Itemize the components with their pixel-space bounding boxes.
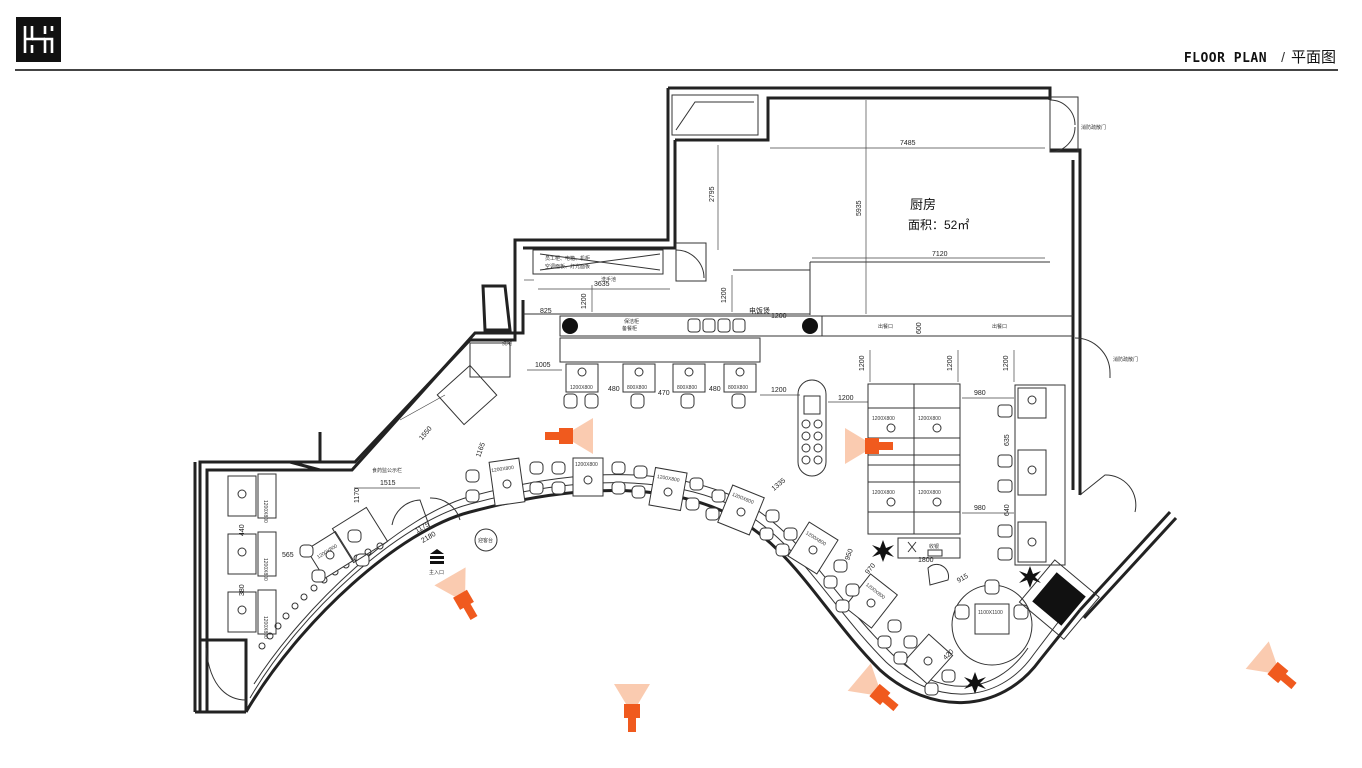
dim-1200b: 1200	[721, 287, 728, 303]
dim-600: 600	[916, 322, 923, 334]
prep-counter: 员工柜、电箱、机柜 空调面板、灯光面板 洗手池 3635 1200 1200 8…	[523, 242, 811, 315]
surveillance-camera-icon	[434, 418, 1297, 732]
corner-curve	[205, 647, 247, 701]
service-counter: 保洁柜 备餐柜 电饭煲 1200 出餐口 出餐口 600	[559, 306, 1073, 363]
table-t10: 1200X800	[575, 462, 598, 468]
table-t4: 800X800	[728, 385, 748, 391]
kitchen-name: 厨房	[910, 197, 936, 212]
public-notice-label: 食药监公示栏	[372, 467, 402, 474]
dim-825: 825	[540, 308, 552, 315]
curve-tables: 1200X800 1200X800 1200X800 1200X800 1200…	[299, 457, 956, 696]
dim-980b: 980	[974, 505, 986, 512]
table-t9: 1200X800	[491, 465, 515, 474]
rice-cooker-label: 电饭煲	[749, 306, 770, 315]
page-title: FLOOR PLAN / 平面图	[1184, 46, 1336, 66]
left-wing: 洗地 1550 1165 食药监公示栏 1515 1170 1200X800 1…	[227, 340, 512, 639]
corner-wall	[195, 638, 248, 714]
cashier-zone: 收银 1800 915	[897, 537, 970, 586]
table-t16: 1200X800	[262, 558, 268, 581]
entrance-label: 主入口	[429, 569, 444, 576]
fire-door-top: 消防疏散门	[1049, 96, 1106, 153]
fire-door-label-1: 消防疏散门	[1081, 124, 1106, 131]
dim-970: 970	[864, 562, 877, 576]
title-separator: /	[1281, 49, 1285, 65]
dim-980a: 980	[974, 390, 986, 397]
fire-door-right: 消防疏散门	[1074, 337, 1138, 378]
booth-grid: 1200X800 1200X800 1200X800 1200X800 1200…	[859, 350, 1015, 535]
dim-1200c: 1200	[771, 313, 787, 320]
dim-1200d: 1200	[771, 387, 787, 394]
round-table: 1100X1100	[951, 559, 1100, 666]
wash-label: 洗地	[502, 340, 512, 347]
dim-950: 950	[844, 548, 855, 561]
h-logo-icon	[23, 26, 54, 53]
entrance-icon	[430, 549, 444, 564]
dim-480a: 480	[608, 386, 620, 393]
dim-565: 565	[282, 552, 294, 559]
bar-tables: 1200X800 800X800 800X800 800X800 480 470…	[527, 362, 800, 409]
cashier-label: 收银	[929, 543, 939, 550]
outer-walls	[193, 86, 1178, 714]
staff-cabinet-label-1: 员工柜、电箱、机柜	[545, 255, 590, 262]
dim-1550: 1550	[418, 425, 433, 442]
staff-cabinet-label-2: 空调面板、灯光面板	[545, 263, 590, 270]
outlet-label-1: 出餐口	[878, 323, 893, 330]
dim-1515: 1515	[380, 480, 396, 487]
table-t2: 800X800	[627, 385, 647, 391]
dim-1200f: 1200	[859, 355, 866, 371]
dim-3635: 3635	[594, 281, 610, 288]
plant-icon	[872, 540, 1041, 694]
kitchen-area: 7485 7120 2795 5935 厨房 面积：52㎡	[671, 94, 1050, 315]
dim-1165: 1165	[475, 442, 487, 459]
side-door-right	[1079, 474, 1137, 513]
table-t17: 1200X800	[262, 616, 268, 639]
dim-440: 440	[239, 524, 246, 536]
reception-label: 迎客台	[478, 537, 493, 544]
dim-7485: 7485	[900, 140, 916, 147]
dim-1200a: 1200	[581, 293, 588, 309]
dim-480b: 480	[709, 386, 721, 393]
header: FLOOR PLAN / 平面图	[0, 0, 1362, 72]
table-t6: 1200X800	[918, 416, 941, 422]
notch-wall	[289, 432, 322, 472]
dim-2795: 2795	[709, 186, 716, 202]
table-t5: 1200X800	[872, 416, 895, 422]
title-english: FLOOR PLAN	[1183, 51, 1268, 66]
dim-1170: 1170	[354, 488, 361, 503]
table-t3: 800X800	[677, 385, 697, 391]
dim-5935: 5935	[856, 200, 863, 216]
dim-7120: 7120	[932, 251, 948, 258]
title-chinese: 平面图	[1290, 49, 1336, 66]
brand-logo	[16, 17, 61, 62]
dim-1200h: 1200	[1003, 355, 1010, 371]
warmer-label-1: 保洁柜	[624, 318, 639, 325]
dim-915: 915	[956, 573, 970, 585]
table-t7: 1200X800	[872, 490, 895, 496]
table-t15: 1200X800	[262, 500, 268, 523]
dim-640: 640	[1004, 504, 1011, 516]
table-t11: 1200X800	[656, 474, 680, 484]
bar-size-label: 1800	[918, 557, 934, 564]
dim-380: 380	[239, 584, 246, 596]
outlet-label-2: 出餐口	[992, 323, 1007, 330]
dim-1335: 1335	[771, 477, 788, 492]
warmer-label-2: 备餐柜	[622, 325, 637, 332]
header-divider	[15, 69, 1338, 71]
dim-1200g: 1200	[947, 355, 954, 371]
right-booths: 980 980 635 640	[962, 384, 1066, 566]
kitchen-area-text: 面积：52㎡	[908, 218, 969, 232]
dim-1005: 1005	[535, 362, 551, 369]
column	[481, 284, 512, 332]
dim-470: 470	[658, 390, 670, 397]
table-t1: 1200X800	[570, 385, 593, 391]
fire-door-label-2: 消防疏散门	[1113, 356, 1138, 363]
dim-635: 635	[1004, 434, 1011, 446]
hand-wash-label: 洗手池	[601, 276, 616, 283]
dim-1200e: 1200	[838, 395, 854, 402]
table-t8: 1200X800	[918, 490, 941, 496]
round-table-label: 1100X1100	[978, 610, 1003, 616]
